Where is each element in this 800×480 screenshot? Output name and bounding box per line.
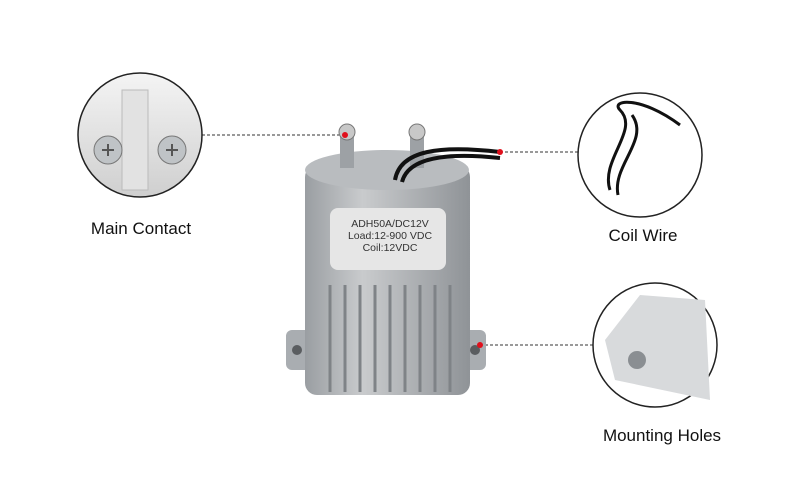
mounting-holes-zoom-circle bbox=[592, 282, 718, 408]
nameplate-coil: Coil:12VDC bbox=[362, 242, 418, 254]
label-main-contact: Main Contact bbox=[90, 219, 192, 238]
label-mounting-holes: Mounting Holes bbox=[602, 426, 722, 445]
nameplate-load: Load:12-900 VDC bbox=[347, 230, 433, 242]
coil-wire-zoom-circle bbox=[577, 92, 703, 218]
product-nameplate: ADH50A/DC12V Load:12-900 VDC Coil:12VDC bbox=[338, 218, 442, 254]
contactor-image bbox=[286, 123, 501, 395]
label-coil-wire: Coil Wire bbox=[608, 226, 678, 245]
main-contact-zoom-circle bbox=[77, 72, 203, 198]
nameplate-model: ADH50A/DC12V bbox=[351, 218, 429, 230]
callout-markers bbox=[342, 132, 503, 348]
leader-lines bbox=[202, 134, 595, 346]
